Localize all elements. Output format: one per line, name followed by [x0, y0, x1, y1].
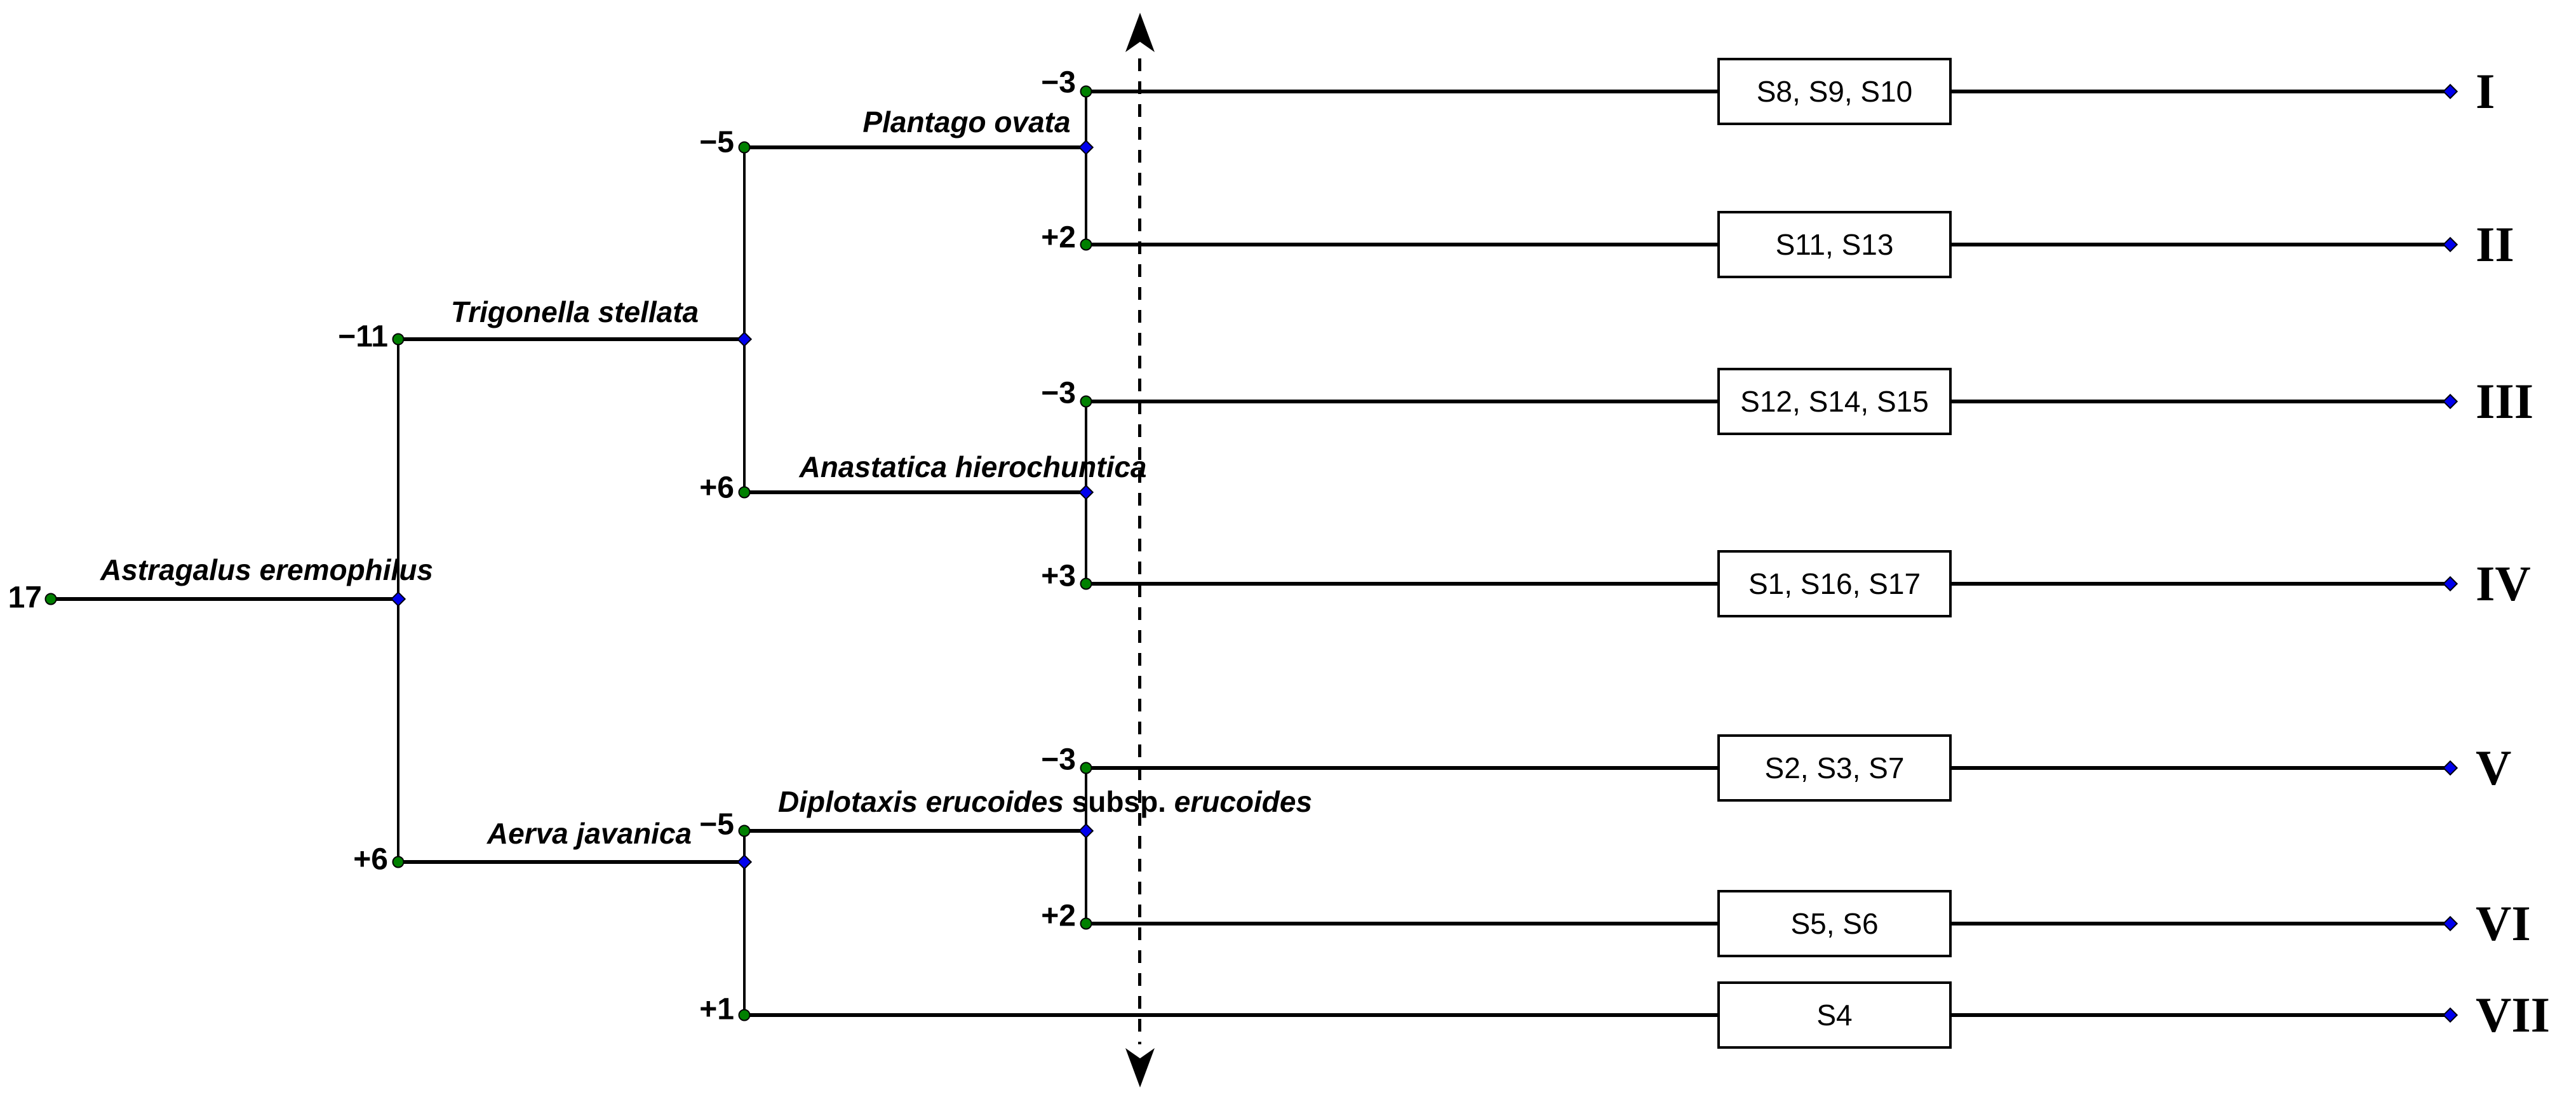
junction-marker-root — [390, 591, 406, 607]
support-value-root: 17 — [8, 581, 42, 615]
branch-line-trigonella — [398, 337, 744, 341]
leaf-end-marker-IV — [2442, 576, 2459, 592]
junction-marker-trigonella — [736, 331, 753, 347]
taxon-label-root: Astragalus eremophilus — [100, 553, 434, 586]
taxon-diplotaxis-subspecies: erucoides — [1174, 785, 1313, 818]
sample-box-label: S2, S3, S7 — [1764, 751, 1905, 784]
sample-box-II: S11, S13 — [1717, 211, 1952, 278]
internal-node-marker-leaf-V — [1080, 762, 1092, 774]
leaf-end-marker-VII — [2442, 1007, 2459, 1023]
sample-box-label: S11, S13 — [1775, 228, 1894, 261]
support-value-aerva: +6 — [353, 842, 388, 877]
taxon-diplotaxis-rank: subsp. — [1071, 785, 1166, 818]
sample-box-VII: S4 — [1717, 981, 1952, 1049]
sample-box-I: S8, S9, S10 — [1717, 58, 1952, 125]
internal-node-marker-leaf-I — [1080, 85, 1092, 98]
vertical-plantago-children — [1085, 90, 1087, 244]
group-numeral-VII: VII — [2476, 987, 2551, 1042]
leaf-end-marker-II — [2442, 236, 2459, 253]
taxon-label-plantago: Plantago ovata — [862, 105, 1071, 138]
internal-node-marker-aerva — [392, 856, 405, 868]
junction-marker-diplotaxis — [1078, 823, 1094, 839]
sample-box-label: S1, S16, S17 — [1748, 567, 1921, 600]
axis-arrowhead-down-icon — [1125, 1048, 1155, 1087]
support-value-leaf-III: −3 — [1041, 376, 1076, 410]
sample-box-label: S8, S9, S10 — [1756, 75, 1913, 108]
leaf-line-VII — [744, 1013, 2450, 1017]
internal-node-marker-trigonella — [392, 333, 405, 346]
branch-line-plantago — [744, 145, 1086, 149]
vertical-aerva-children — [743, 830, 746, 1015]
internal-node-marker-leaf-III — [1080, 395, 1092, 408]
taxon-label-diplotaxis: Diplotaxis erucoides subsp. erucoides — [778, 784, 1312, 819]
time-axis-dashed-line — [1138, 58, 1141, 1044]
taxon-label-aerva: Aerva javanica — [486, 817, 692, 850]
support-value-leaf-V: −3 — [1041, 743, 1076, 777]
sample-box-VI: S5, S6 — [1717, 890, 1952, 957]
branch-line-root — [51, 597, 398, 601]
leaf-end-marker-V — [2442, 760, 2459, 776]
internal-node-marker-diplotaxis — [738, 825, 751, 837]
sample-box-label: S5, S6 — [1790, 907, 1879, 940]
taxon-diplotaxis-binomial: Diplotaxis erucoides — [778, 785, 1064, 818]
junction-marker-plantago — [1078, 139, 1094, 156]
leaf-end-marker-VI — [2442, 915, 2459, 932]
sample-box-V: S2, S3, S7 — [1717, 734, 1952, 802]
support-value-plantago: −5 — [699, 125, 734, 159]
group-numeral-II: II — [2476, 217, 2514, 272]
group-numeral-V: V — [2476, 740, 2512, 795]
internal-node-marker-leaf-VI — [1080, 917, 1092, 930]
group-numeral-III: III — [2476, 374, 2534, 429]
group-numeral-IV: IV — [2476, 556, 2531, 611]
branch-line-anastatica — [744, 490, 1086, 494]
internal-node-marker-leaf-VII — [738, 1009, 751, 1021]
axis-arrowhead-up-icon — [1125, 13, 1155, 52]
taxon-label-trigonella: Trigonella stellata — [450, 295, 699, 328]
junction-marker-aerva — [736, 854, 753, 870]
leaf-end-marker-III — [2442, 393, 2459, 410]
vertical-trigonella-children — [743, 146, 746, 492]
internal-node-marker-leaf-II — [1080, 238, 1092, 251]
support-value-leaf-VII: +1 — [699, 992, 734, 1027]
support-value-leaf-II: +2 — [1041, 220, 1076, 255]
support-value-trigonella: −11 — [338, 320, 388, 354]
taxon-label-anastatica: Anastatica hierochuntica — [799, 450, 1147, 483]
leaf-end-marker-I — [2442, 83, 2459, 100]
internal-node-marker-root — [44, 593, 57, 605]
internal-node-marker-plantago — [738, 141, 751, 154]
branch-line-aerva — [398, 860, 744, 864]
support-value-leaf-I: −3 — [1041, 65, 1076, 100]
sample-box-label: S12, S14, S15 — [1740, 385, 1929, 418]
support-value-anastatica: +6 — [699, 471, 734, 505]
vertical-diplotaxis-children — [1085, 767, 1087, 923]
group-numeral-VI: VI — [2476, 896, 2531, 951]
junction-marker-anastatica — [1078, 484, 1094, 501]
sample-box-label: S4 — [1816, 999, 1853, 1032]
support-value-diplotaxis: −5 — [699, 807, 734, 842]
group-numeral-I: I — [2476, 64, 2495, 119]
support-value-leaf-IV: +3 — [1041, 559, 1076, 593]
sample-box-IV: S1, S16, S17 — [1717, 550, 1952, 617]
branch-line-diplotaxis — [744, 829, 1086, 833]
support-value-leaf-VI: +2 — [1041, 899, 1076, 933]
internal-node-marker-anastatica — [738, 486, 751, 499]
internal-node-marker-leaf-IV — [1080, 577, 1092, 590]
sample-box-III: S12, S14, S15 — [1717, 368, 1952, 435]
